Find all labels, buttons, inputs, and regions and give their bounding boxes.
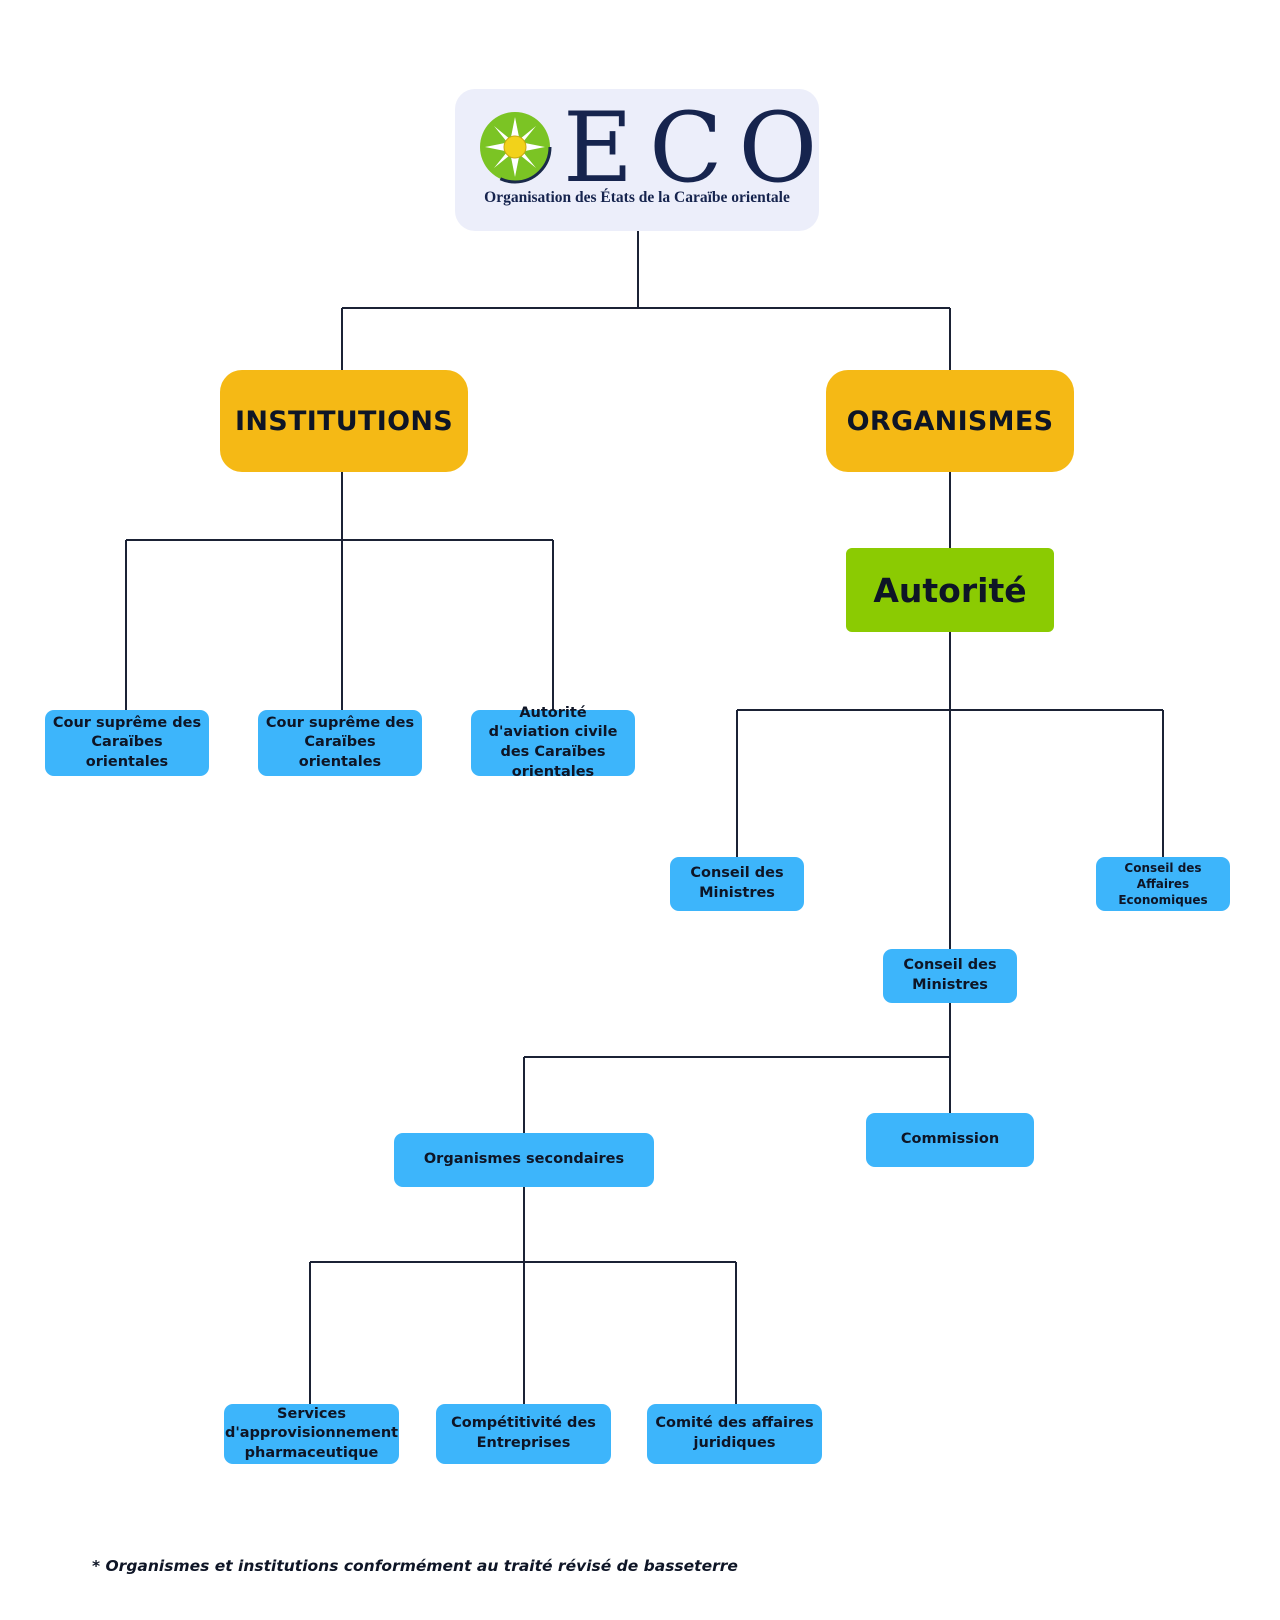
conseil-ministres-center-node: Conseil des Ministres [883,949,1017,1003]
oeco-logo: ECO Organisation des États de la Caraïbe… [455,89,819,231]
secondaire-node: Services d'approvisionnement pharmaceuti… [224,1404,399,1464]
institution-node: Autorité d'aviation civile des Caraïbes … [471,705,635,780]
footnote: * Organismes et institutions conformémen… [92,1557,738,1575]
logo-wordmark: ECO [563,92,834,204]
conseil-affaires-node: Conseil des Affaires Economiques [1096,857,1230,911]
conseil-ministres-node: Conseil des Ministres [670,857,804,911]
institution-node: Cour suprême des Caraïbes orientales [258,710,422,776]
organismes-box: ORGANISMES [826,370,1074,472]
secondaire-node: Comité des affaires juridiques [647,1404,822,1464]
logo-subtitle: Organisation des États de la Caraïbe ori… [484,189,790,206]
autorite-box: Autorité [846,548,1054,632]
secondaire-node: Compétitivité des Entreprises [436,1404,611,1464]
oeco-emblem-icon [478,110,552,184]
institution-node: Cour suprême des Caraïbes orientales [45,710,209,776]
organismes-secondaires-node: Organismes secondaires [394,1133,654,1187]
commission-node: Commission [866,1113,1034,1167]
institutions-box: INSTITUTIONS [220,370,468,472]
